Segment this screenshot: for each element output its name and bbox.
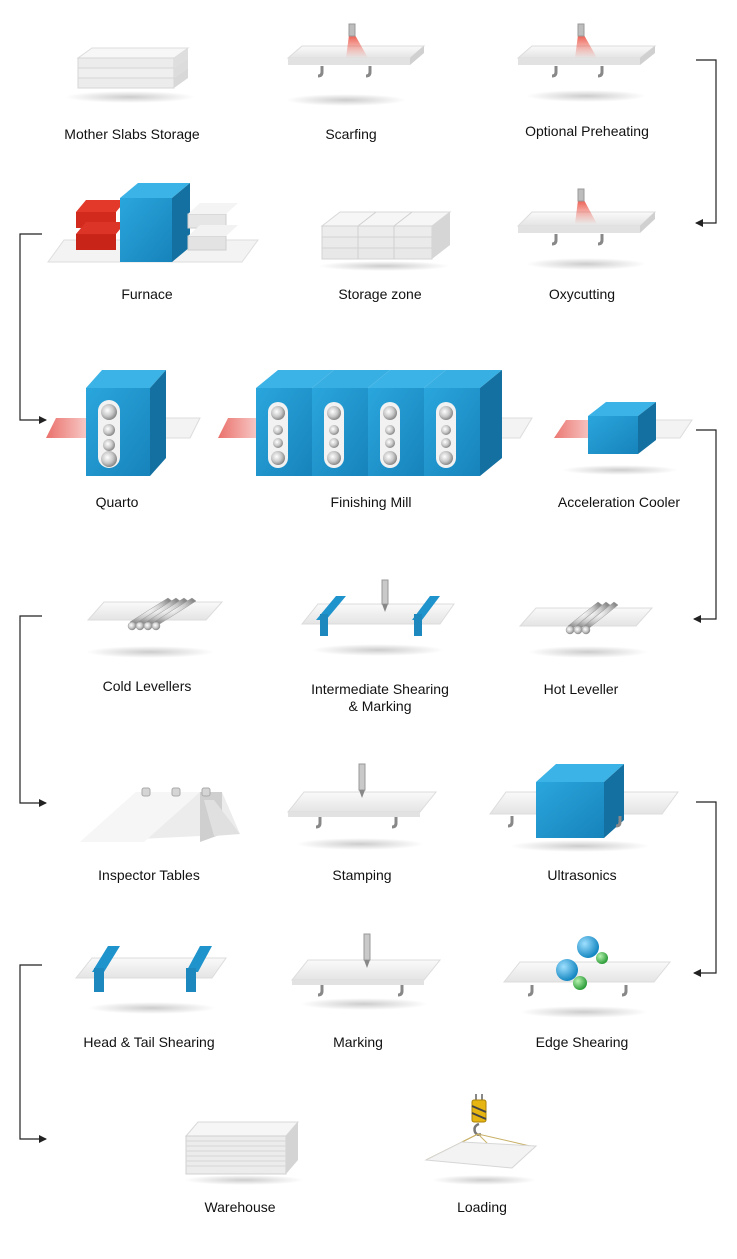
label-intermediate-shearing-marking: Intermediate Shearing & Marking: [311, 681, 449, 714]
connector-furnace-to-quarto: [19, 233, 47, 424]
label-scarfing: Scarfing: [325, 126, 377, 142]
label-hot-leveller: Hot Leveller: [543, 681, 619, 697]
label-cold-levellers: Cold Levellers: [102, 678, 192, 694]
label-optional-preheating: Optional Preheating: [525, 123, 649, 139]
label-stamping: Stamping: [332, 867, 392, 883]
label-edge-shearing: Edge Shearing: [535, 1034, 629, 1050]
storage-blocks-icon: [318, 211, 452, 271]
label-oxycutting: Oxycutting: [548, 286, 616, 302]
shear-blades-marker-icon: [300, 579, 455, 656]
connector-preheating-to-oxycutting: [695, 59, 717, 227]
connector-head-tail-to-warehouse: [19, 964, 47, 1143]
label-warehouse: Warehouse: [204, 1199, 276, 1215]
label-loading: Loading: [457, 1199, 507, 1215]
label-head-tail-shearing: Head & Tail Shearing: [83, 1034, 215, 1050]
edge-shear-discs-icon: [502, 936, 672, 1018]
cold-leveller-rollers-icon: [86, 597, 224, 658]
label-mother-slabs-storage: Mother Slabs Storage: [64, 126, 200, 142]
finishing-mill-stands-icon: [218, 370, 533, 476]
label-quarto: Quarto: [95, 494, 139, 510]
crane-hook-icon: [424, 1094, 538, 1185]
slab-stack-icon: [65, 47, 195, 103]
connector-ultrasonics-to-edge-shearing: [693, 801, 717, 977]
label-furnace: Furnace: [121, 286, 173, 302]
label-finishing-mill: Finishing Mill: [330, 494, 412, 510]
connector-cooler-to-hot-leveller: [693, 429, 717, 623]
label-ultrasonics: Ultrasonics: [547, 867, 617, 883]
marking-pin-icon: [290, 933, 442, 1010]
shear-blades-icon: [74, 946, 227, 1014]
warehouse-stack-icon: [184, 1121, 304, 1185]
label-storage-zone: Storage zone: [338, 286, 422, 302]
label-acceleration-cooler: Acceleration Cooler: [557, 494, 681, 510]
oxycutting-torch-icon: [516, 188, 657, 270]
label-inspector-tables: Inspector Tables: [98, 867, 200, 883]
hot-leveller-rollers-icon: [518, 601, 654, 658]
label-marking: Marking: [333, 1034, 383, 1050]
furnace-icon: [47, 183, 259, 263]
inspection-table-icon: [80, 787, 240, 842]
cooler-box-icon: [554, 402, 693, 475]
ultrasonic-box-icon: [489, 764, 679, 852]
connector-cold-levellers-to-inspector-tables: [19, 615, 47, 807]
quarto-mill-stand-icon: [46, 370, 201, 476]
stamping-pin-icon: [286, 763, 438, 850]
preheating-torch-icon: [516, 23, 657, 102]
scarfing-torch-icon: [286, 23, 426, 106]
